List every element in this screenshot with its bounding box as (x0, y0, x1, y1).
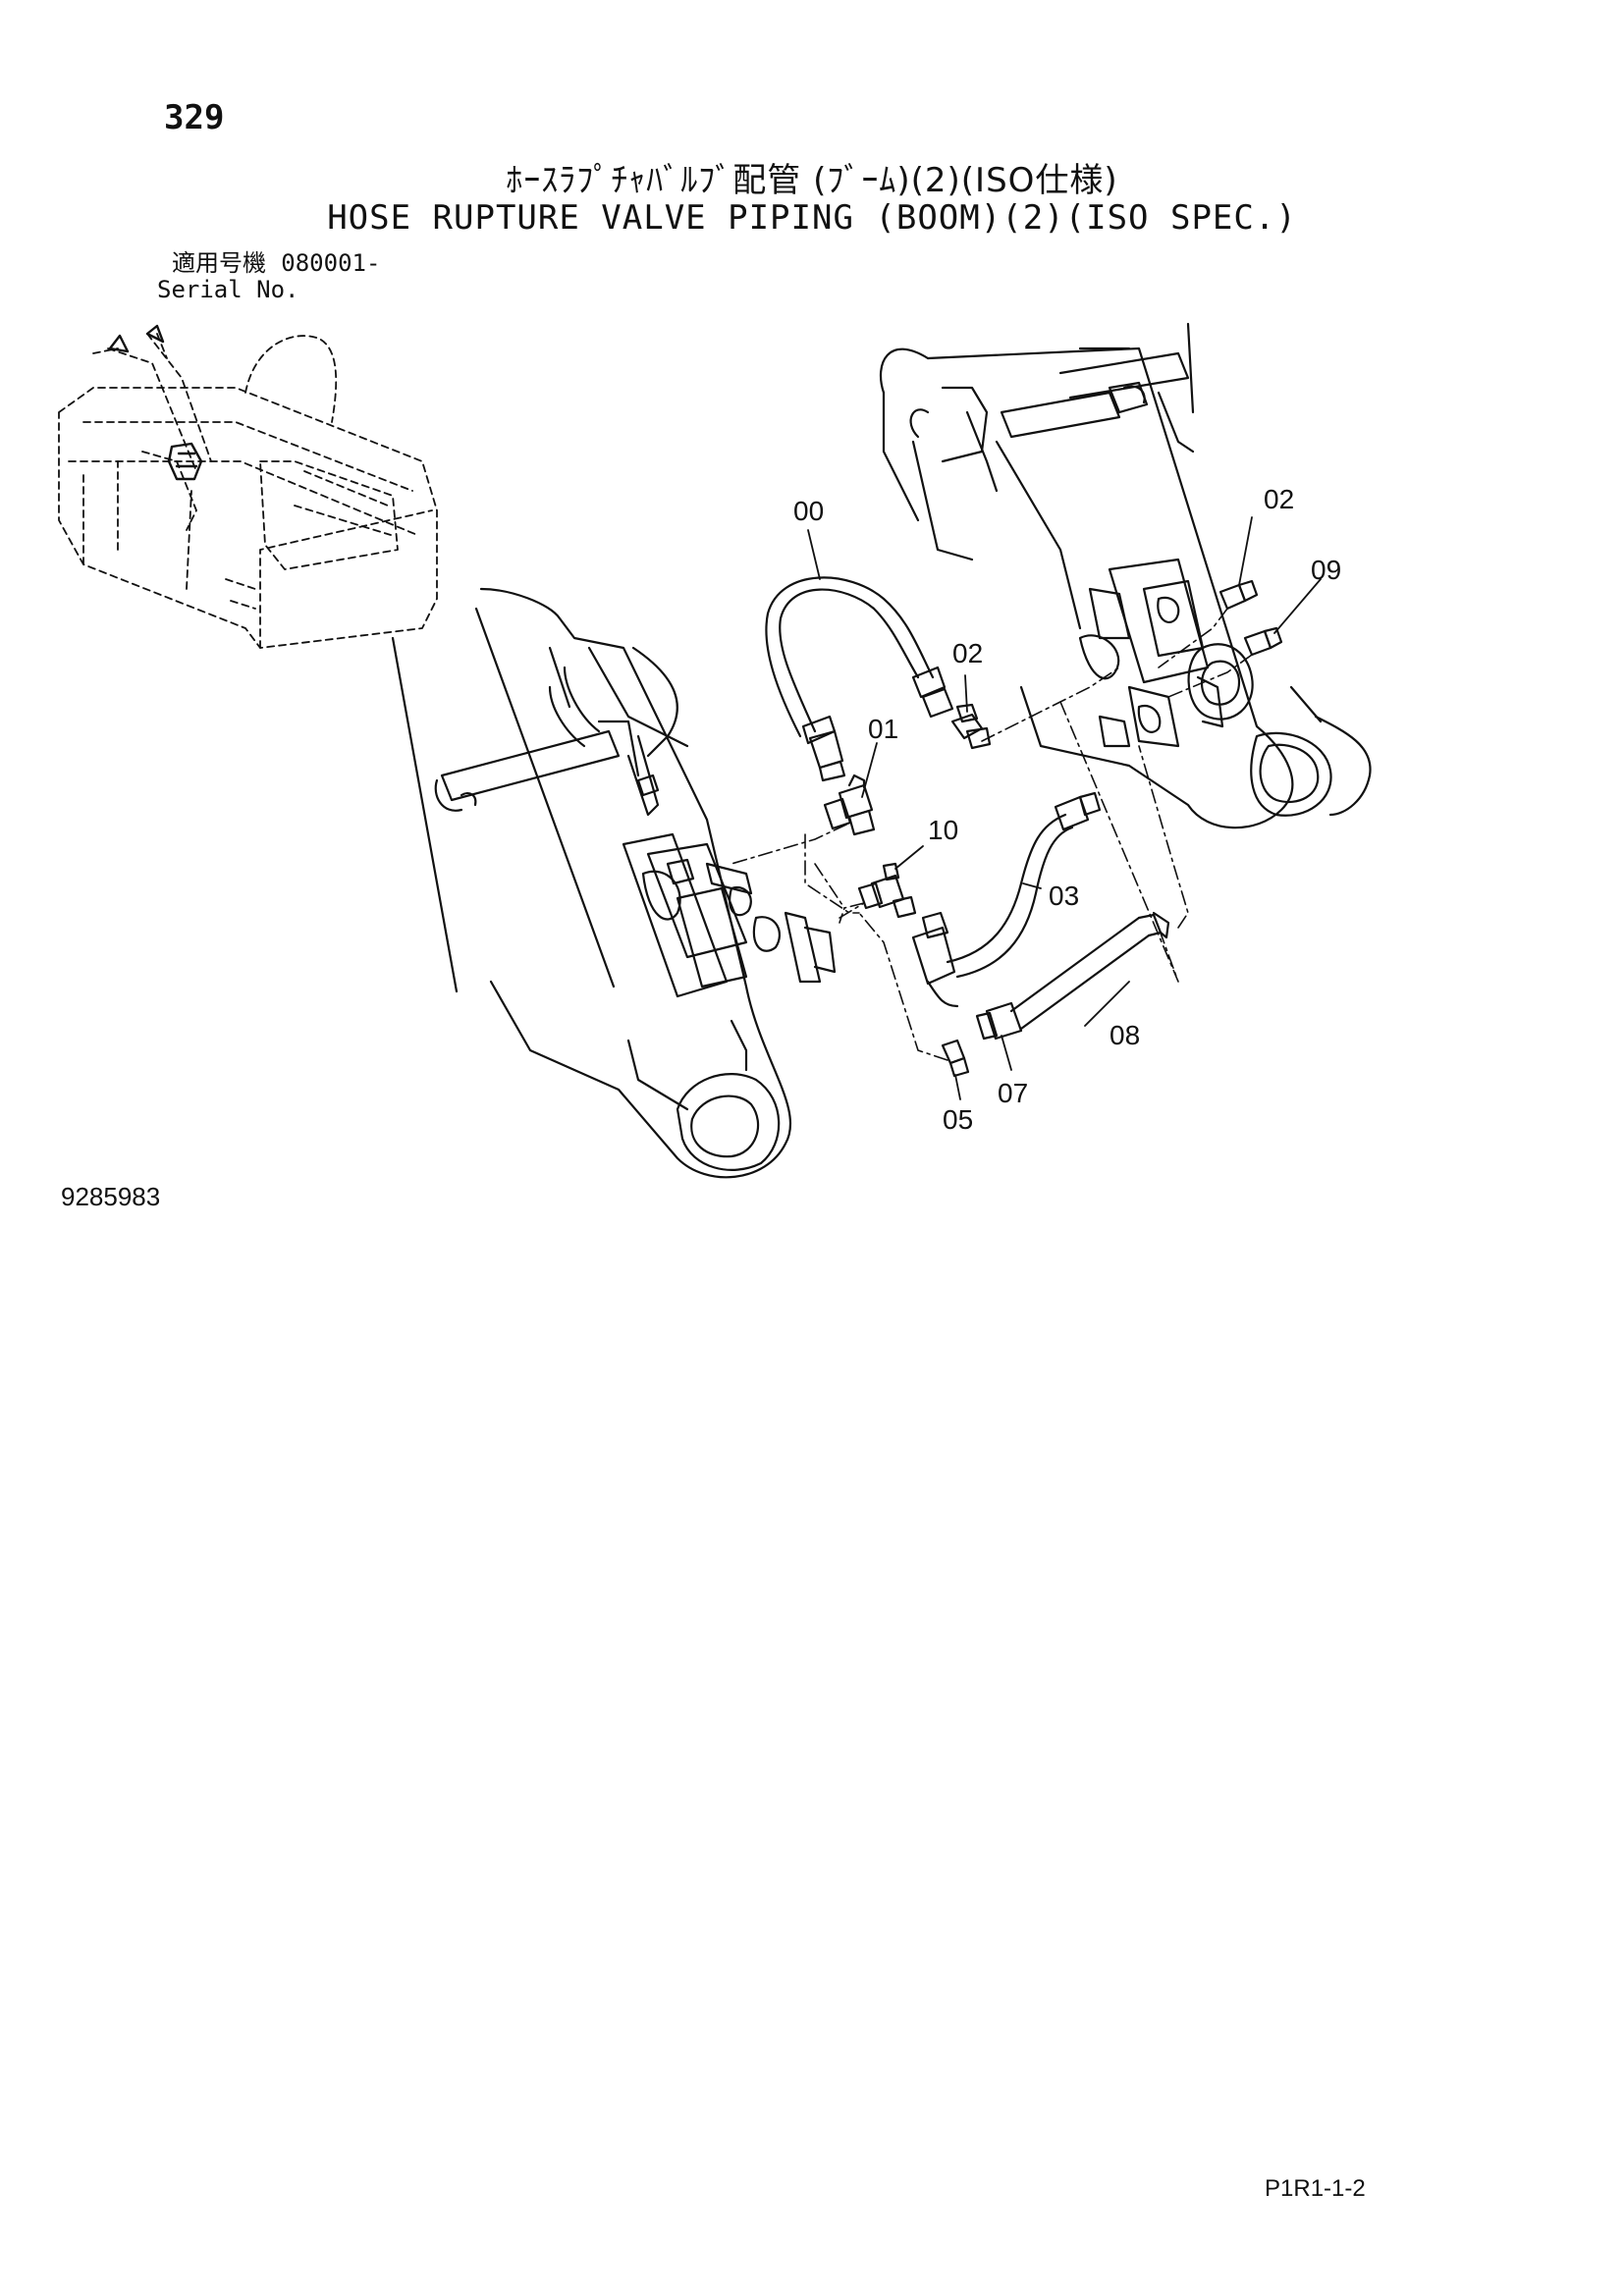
callout-07: 07 (998, 1078, 1028, 1108)
serial-value: 080001- (281, 249, 381, 277)
page-code: P1R1-1-2 (1265, 2175, 1366, 2202)
title-japanese: ﾎｰｽﾗﾌﾟﾁｬﾊﾞﾙﾌﾞ配管 (ﾌﾞｰﾑ)(2)(ISO仕様) (506, 161, 1118, 200)
tee-fitting-01 (823, 774, 876, 836)
callout-09: 09 (1311, 555, 1341, 585)
callout-03: 03 (1049, 881, 1079, 911)
callout-labels: 00 01 02 02 03 05 07 08 09 10 (793, 484, 1341, 1135)
hose-00 (765, 576, 954, 782)
fitting-05 (941, 1039, 970, 1078)
left-boom-arm (391, 587, 837, 1179)
fitting-02-right (1218, 579, 1259, 611)
adapter-07 (975, 1001, 1023, 1041)
hose-03 (911, 791, 1102, 1008)
callout-05: 05 (943, 1104, 973, 1135)
callout-02-right: 02 (1264, 484, 1294, 514)
serial-line: 適用号機 080001- (172, 250, 380, 276)
callout-10: 10 (928, 815, 958, 845)
callout-08: 08 (1110, 1020, 1140, 1050)
machine-thumbnail-highlight (108, 324, 203, 481)
title-english: HOSE RUPTURE VALVE PIPING (BOOM)(2)(ISO … (327, 198, 1297, 238)
elbow-fitting-02-middle (950, 703, 992, 750)
callout-01: 01 (868, 714, 898, 744)
right-boom-arm (879, 322, 1372, 829)
connection-lines (731, 608, 1253, 1061)
figure-number: 9285983 (61, 1182, 161, 1211)
serial-label-en: Serial No. (157, 276, 299, 303)
leader-lines (807, 516, 1322, 1100)
serial-label-jp: 適用号機 (172, 249, 266, 277)
pipe-08 (1009, 911, 1170, 1031)
machine-thumbnail (58, 333, 438, 649)
callout-00: 00 (793, 496, 824, 526)
callout-02-middle: 02 (952, 638, 983, 668)
tee-fitting-10 (857, 862, 917, 919)
fitting-09 (1243, 626, 1283, 657)
page-number: 329 (164, 98, 225, 137)
